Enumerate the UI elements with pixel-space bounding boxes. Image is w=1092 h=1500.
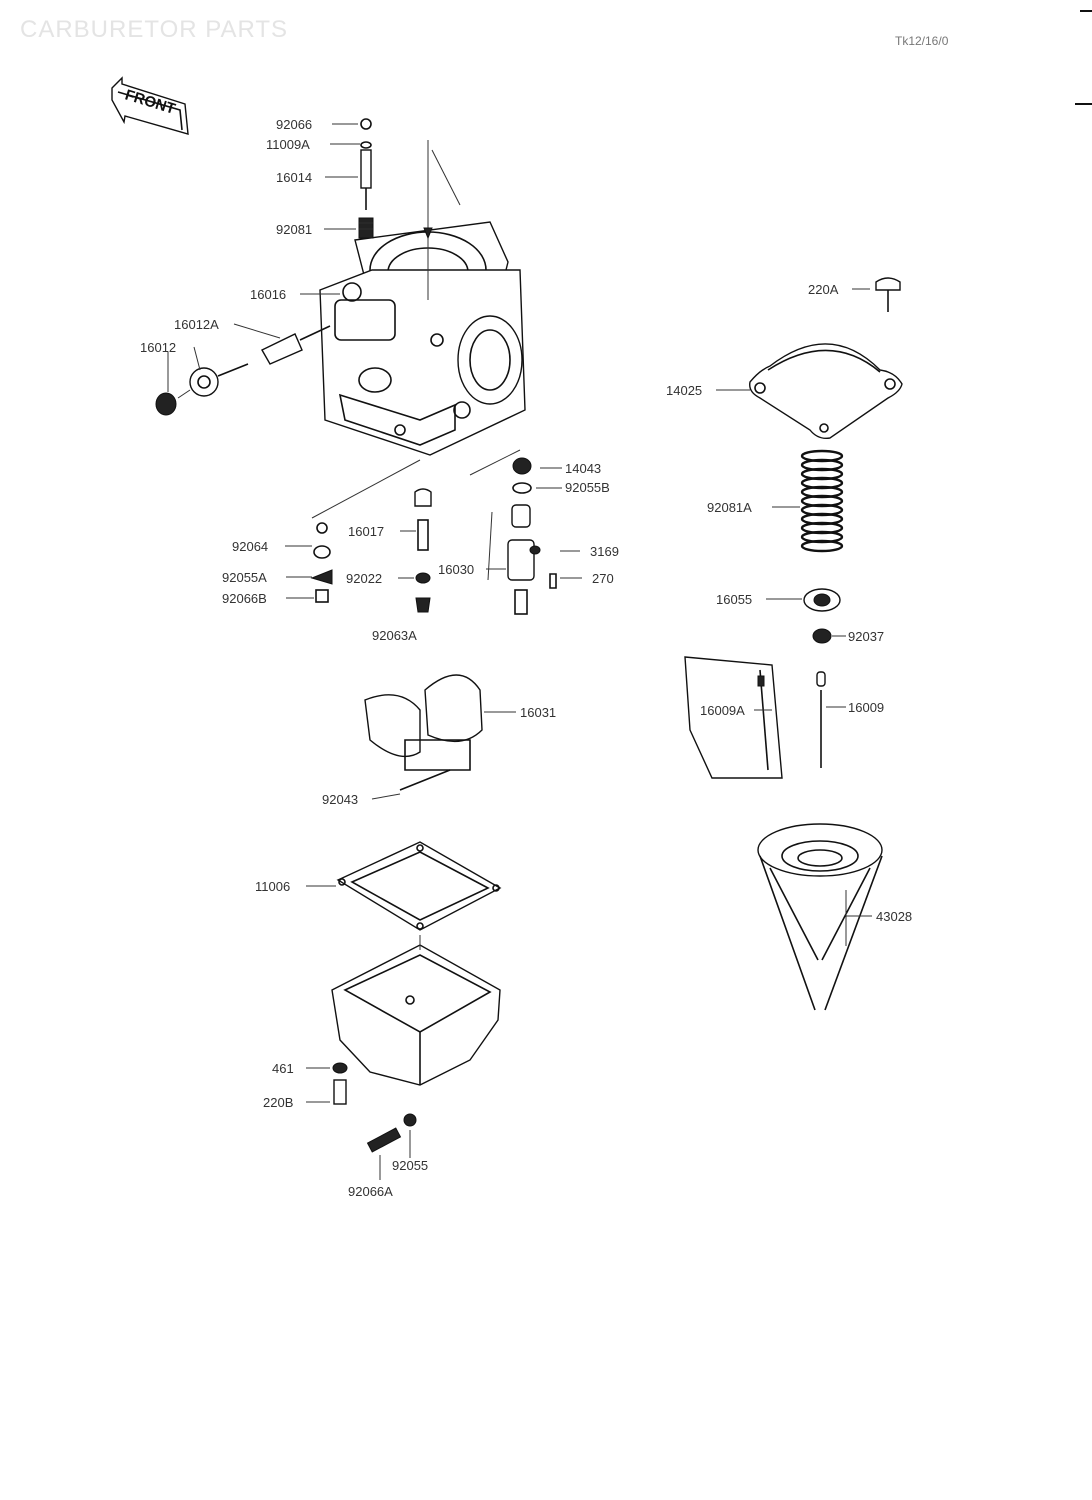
float-assembly	[364, 674, 483, 791]
float-bowl-gasket	[336, 841, 502, 931]
callout-92066a: 92066A	[348, 1184, 393, 1199]
drain-screw-parts	[332, 1062, 417, 1153]
callout-16009: 16009	[848, 700, 884, 715]
page-title: CARBURETOR PARTS	[20, 16, 289, 43]
callout-220a: 220A	[808, 282, 839, 297]
callout-220b: 220B	[263, 1095, 293, 1110]
piston-spring	[800, 449, 844, 553]
callout-92037: 92037	[848, 629, 884, 644]
callout-16009a: 16009A	[700, 703, 745, 718]
callout-16017: 16017	[348, 524, 384, 539]
callout-16055: 16055	[716, 592, 752, 607]
spring-coil	[800, 539, 844, 553]
callout-92043: 92043	[322, 792, 358, 807]
callout-16012: 16012	[140, 340, 176, 355]
callout-92022: 92022	[346, 571, 382, 586]
callout-92064: 92064	[232, 539, 268, 554]
callout-16014: 16014	[276, 170, 312, 185]
needle-holder-parts	[803, 588, 841, 768]
idle-adjuster-parts	[155, 325, 331, 416]
callout-43028: 43028	[876, 909, 912, 924]
leader-lines	[167, 123, 872, 1180]
front-arrow: FRONT	[111, 76, 189, 135]
callout-92081a: 92081A	[707, 500, 752, 515]
callout-14043: 14043	[565, 461, 601, 476]
diaphragm-funnel	[757, 823, 883, 1011]
callout-16016: 16016	[250, 287, 286, 302]
callout-11009a: 11009A	[266, 137, 310, 152]
jet-parts	[310, 449, 557, 615]
edge-mark-right	[1075, 103, 1092, 105]
edge-mark-top	[1080, 10, 1092, 12]
callout-16031: 16031	[520, 705, 556, 720]
callout-92063a: 92063A	[372, 628, 417, 643]
float-bowl	[331, 935, 501, 1086]
callout-92066: 92066	[276, 117, 312, 132]
carburetor-body	[319, 140, 526, 456]
figure-reference: Tk12/16/0	[895, 34, 949, 48]
top-stack-parts	[358, 118, 374, 239]
callout-16030: 16030	[438, 562, 474, 577]
callout-3169: 3169	[590, 544, 619, 559]
callout-92066b: 92066B	[222, 591, 267, 606]
callout-270: 270	[592, 571, 614, 586]
piston-slide	[684, 656, 783, 779]
callout-14025: 14025	[666, 383, 702, 398]
callout-92055b: 92055B	[565, 480, 610, 495]
top-cover	[749, 277, 903, 440]
callout-labels: 92066 11009A 16014 92081 16016 16012A 16012 220…	[140, 117, 912, 1199]
callout-16012a: 16012A	[174, 317, 219, 332]
callout-461: 461	[272, 1061, 294, 1076]
callout-92055a: 92055A	[222, 570, 267, 585]
callout-92081: 92081	[276, 222, 312, 237]
callout-92055: 92055	[392, 1158, 428, 1173]
callout-11006: 11006	[255, 879, 290, 894]
